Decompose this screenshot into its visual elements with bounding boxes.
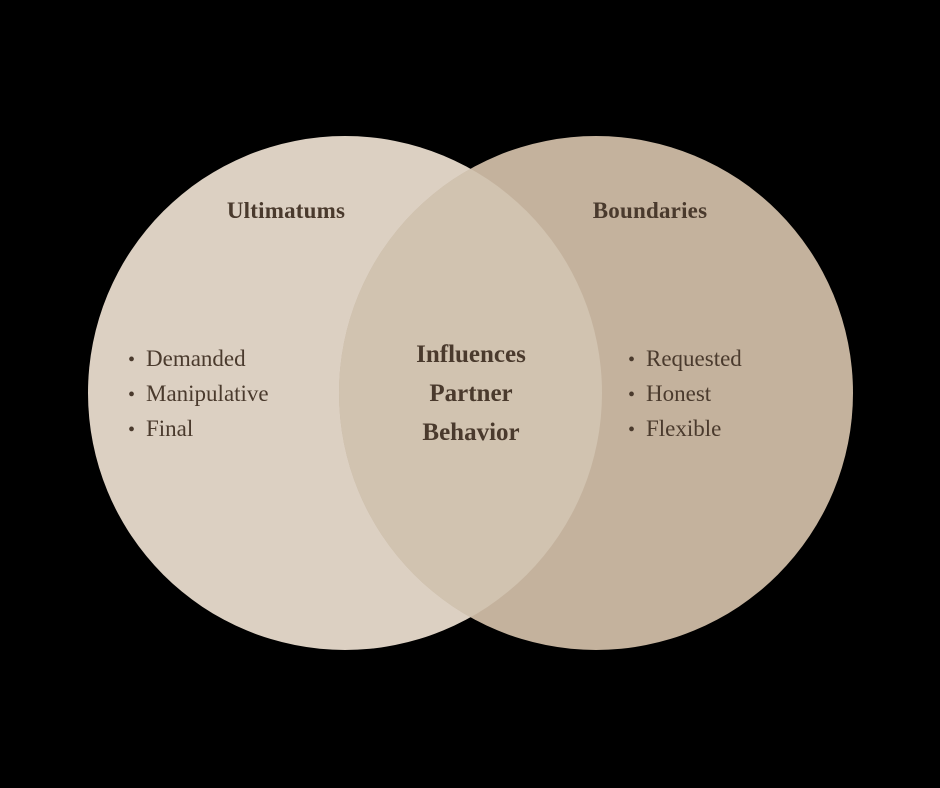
intersection-shape <box>339 136 602 650</box>
intersection-lens <box>339 136 602 650</box>
